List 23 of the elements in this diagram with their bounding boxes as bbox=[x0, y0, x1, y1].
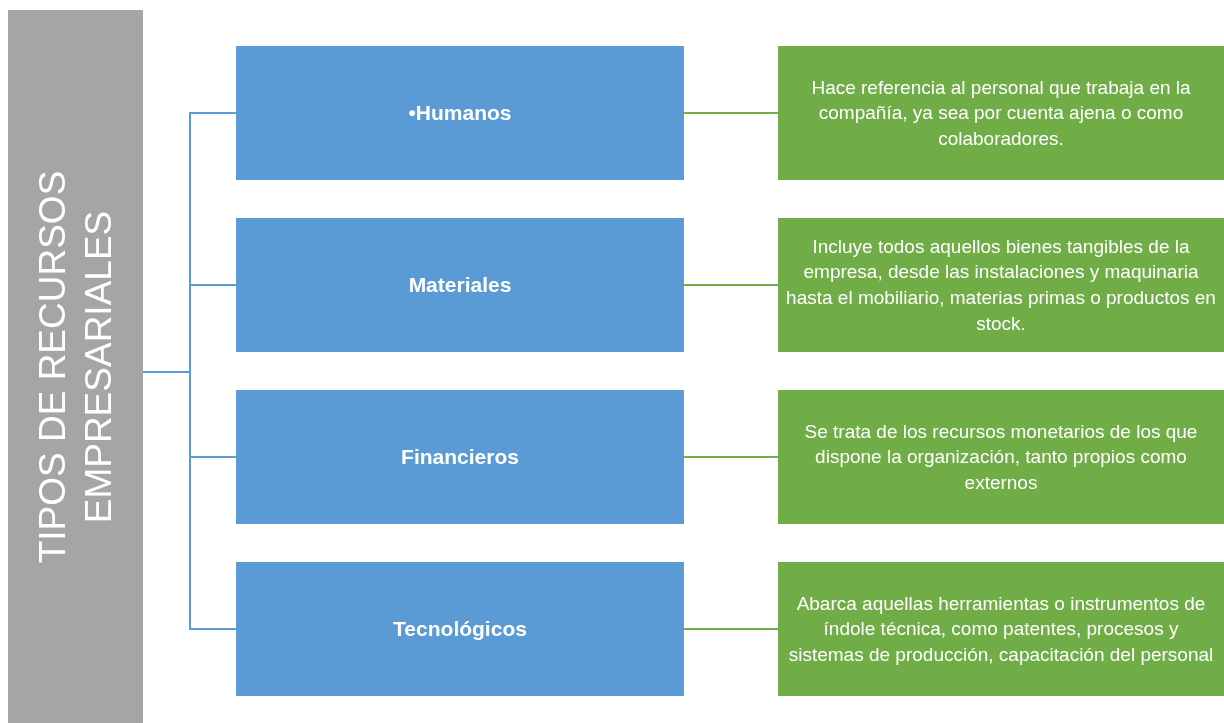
category-box bbox=[236, 218, 684, 352]
description-text: Se trata de los recursos monetarios de los que dispone la organización, tanto propios como externos bbox=[803, 419, 1199, 495]
description-box bbox=[778, 562, 1224, 696]
connector-line bbox=[683, 284, 779, 286]
category-box bbox=[236, 390, 684, 524]
title-band bbox=[8, 10, 143, 723]
category-box bbox=[236, 46, 684, 180]
category-label: Materiales bbox=[408, 273, 512, 297]
description-text: Incluye todos aquellos bienes tangibles de la empresa, desde las instalaciones y maquinaria hasta el mobiliario, materias primas o productos en stock. bbox=[786, 234, 1216, 336]
category-label: Tecnológicos bbox=[393, 617, 527, 641]
description-box bbox=[778, 218, 1224, 352]
category-label: •Humanos bbox=[408, 101, 512, 125]
category-box bbox=[236, 562, 684, 696]
description-text: Abarca aquellas herramientas o instrumentos de índole técnica, como patentes, procesos y sistemas de producción, capacitación del personal bbox=[787, 591, 1215, 667]
description-box bbox=[778, 390, 1224, 524]
vertical-title: TIPOS DE RECURSOS EMPRESARIALES bbox=[30, 169, 120, 565]
category-label: Financieros bbox=[401, 445, 519, 469]
description-box bbox=[778, 46, 1224, 180]
connector-line bbox=[683, 456, 779, 458]
connector-line bbox=[142, 371, 237, 630]
connector-line bbox=[683, 628, 779, 630]
connector-line bbox=[683, 112, 779, 114]
description-text: Hace referencia al personal que trabaja en la compañía, ya sea por cuenta ajena o como colaboradores. bbox=[810, 75, 1192, 151]
